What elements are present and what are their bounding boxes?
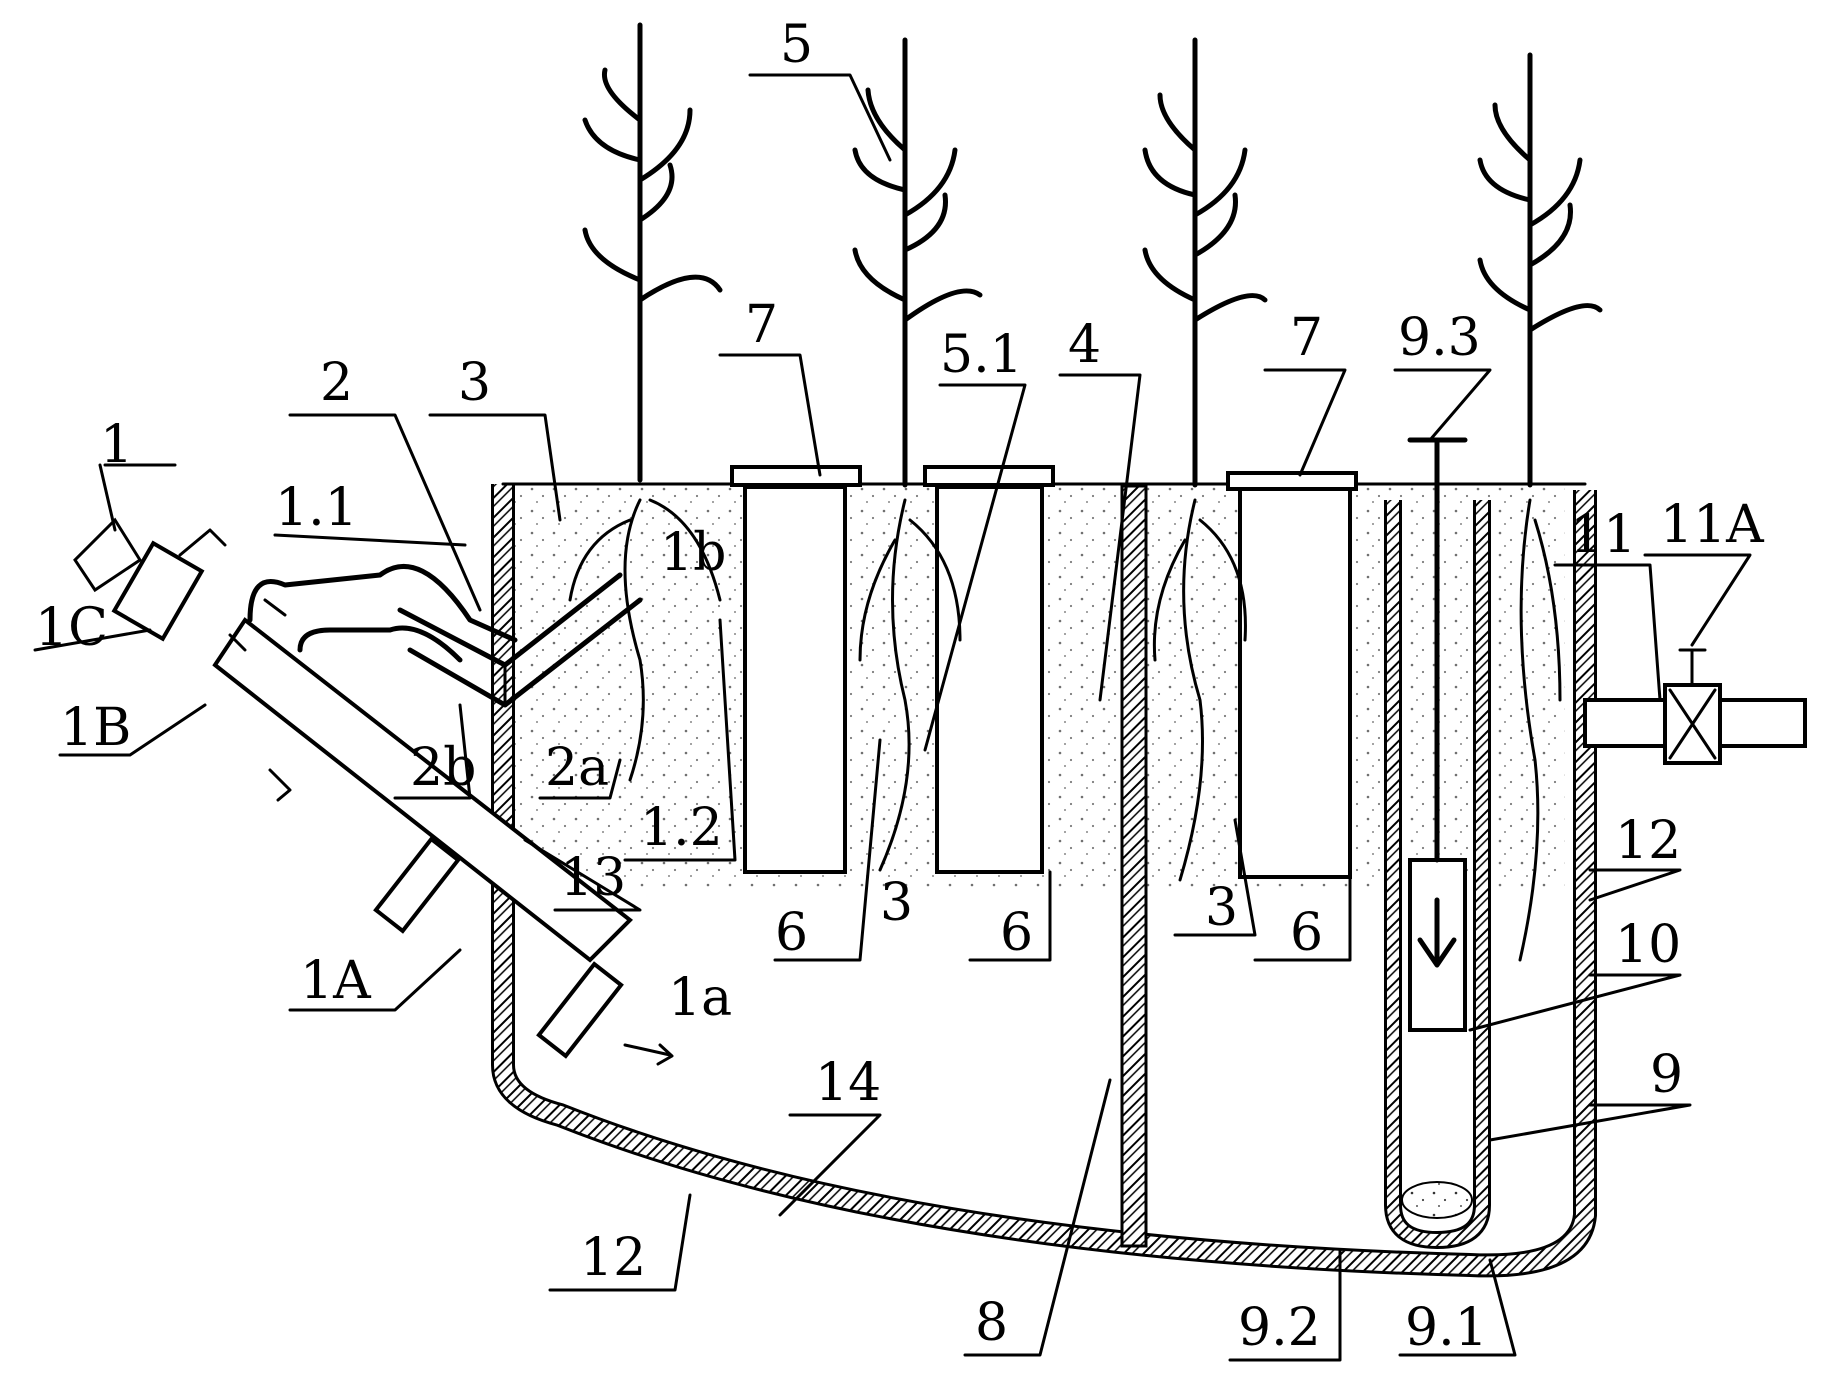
leader-lines [33,73,1752,1362]
plunger-arrow-icon [1417,897,1457,968]
outlet-11 [1583,648,1807,765]
plant-3 [1142,37,1268,882]
label-12-bottom: 12 [580,1228,646,1288]
label-2b: 2b [410,738,476,798]
label-1-2: 1.2 [640,798,723,858]
outlet-arrow-icon [623,1043,674,1066]
label-12-right: 12 [1615,811,1681,871]
valve-1C [111,540,205,642]
label-6-a: 6 [775,903,808,963]
inlet-assembly [73,517,674,1066]
containers [730,465,1358,879]
flange-1A-upper [373,836,461,934]
tank-wall-hatch [494,484,1594,1275]
label-9-3: 9.3 [1398,308,1481,368]
label-9-1: 9.1 [1405,1298,1488,1358]
pipe-1A [212,617,634,963]
label-2: 2 [320,353,353,413]
label-3-top: 3 [458,353,491,413]
container-6a [743,485,847,874]
pipe-1 [73,517,143,593]
label-9: 9 [1650,1045,1683,1105]
label-6-c: 6 [1290,903,1323,963]
label-2a: 2a [545,738,609,798]
label-14: 14 [815,1053,881,1113]
tube-bottom-9-1 [1401,1181,1473,1219]
divider-wall [1120,484,1148,1248]
label-7-left: 7 [745,295,778,355]
label-1a: 1a [668,968,732,1028]
label-3-right: 3 [1205,878,1238,938]
plant-2 [852,37,983,872]
label-1: 1 [100,415,133,475]
label-1B: 1B [60,698,131,758]
label-6-b: 6 [1000,903,1033,963]
lid-7-left [730,465,862,487]
pipe-loop-inner [297,625,463,663]
label-8: 8 [975,1293,1008,1353]
label-1-1: 1.1 [275,478,358,538]
plant-1 [568,22,723,782]
label-5-1: 5.1 [940,325,1023,385]
label-11: 11 [1570,505,1636,565]
label-5: 5 [780,15,813,75]
lid-7-right [1226,471,1358,491]
label-1C: 1C [35,598,108,658]
plants [568,22,1603,962]
flange-1A-lower [536,961,624,1059]
container-6c [1238,485,1352,879]
labels: 1 1.1 1C 1B 2 3 1b 2b 2a 1.2 13 1A 1a 5 … [35,15,1765,1358]
pipe-loop-outer [247,564,518,643]
container-6b [935,485,1044,874]
label-10: 10 [1615,915,1681,975]
plant-4 [1477,52,1603,962]
label-4: 4 [1068,315,1101,375]
label-9-2: 9.2 [1238,1298,1321,1358]
label-13: 13 [560,848,626,908]
lid-7-mid [923,465,1055,487]
label-11A: 11A [1660,495,1765,555]
label-1b: 1b [660,523,726,583]
label-7-right: 7 [1290,308,1323,368]
flow-arrow-icon [268,768,292,802]
label-3-mid: 3 [880,873,913,933]
tube-9 [1384,437,1491,1250]
label-1A: 1A [300,951,372,1011]
